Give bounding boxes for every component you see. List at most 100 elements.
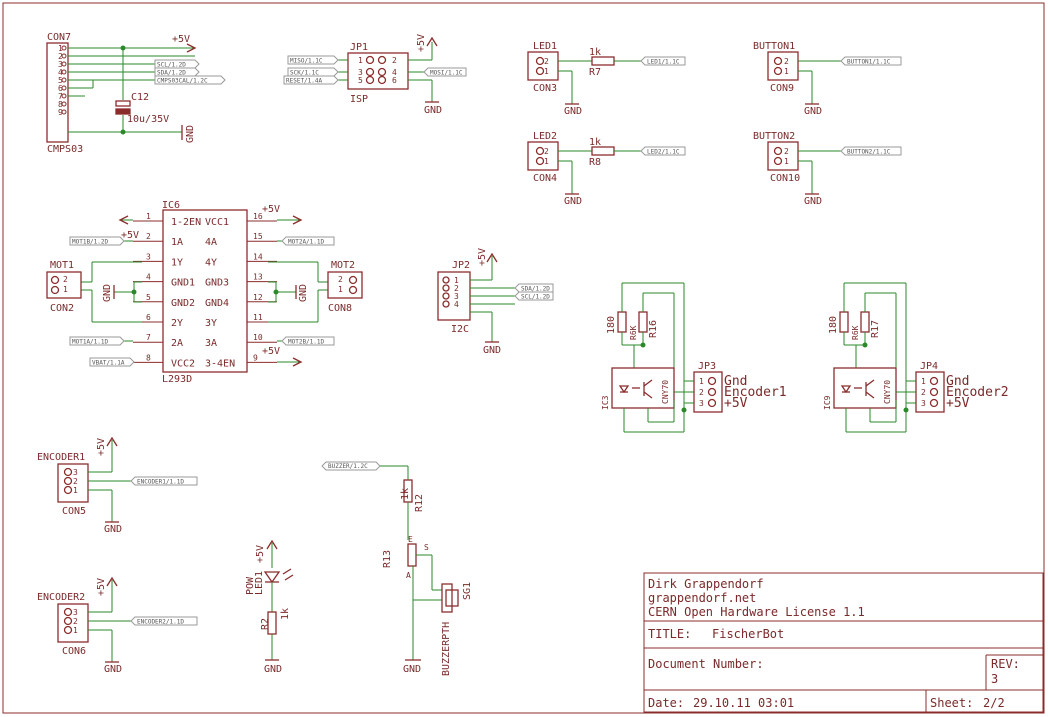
jp2-pin [442, 284, 450, 292]
miso-label: MISO/1.1C [287, 55, 339, 65]
net-5v-ic6a: +5V [121, 230, 139, 241]
button1-gnd: GND [804, 106, 822, 117]
net-5v-jp2: +5V [477, 248, 488, 266]
sg1-value: BUZZERPTH [441, 622, 452, 676]
ic6-right-pin-name: 3A [205, 338, 217, 349]
jp1-name: JP1 [350, 42, 368, 53]
ic9-name: IC9 [823, 395, 832, 410]
mot2-name: MOT2 [331, 260, 355, 271]
button2-con: CON10 [770, 173, 800, 184]
ic6-right-pin-num: 15 [253, 232, 263, 241]
con7-pin [61, 77, 67, 83]
con7-value: CMPS03 [47, 144, 83, 155]
con7-pin [61, 61, 67, 67]
encoder2-box [57, 603, 89, 643]
led2-pin [535, 146, 545, 156]
ic9-value: CNY70 [883, 380, 892, 404]
jp1-pin-num: 3 [358, 68, 363, 77]
sg1-name: SG1 [462, 582, 473, 600]
ic9-r-b [860, 311, 870, 333]
encoder1-pin [63, 467, 73, 477]
con7-pin [61, 53, 67, 59]
jp1-pin [365, 55, 375, 65]
jp2-pin-num: 1 [454, 276, 459, 285]
encoder2-net-label-text: ENCODER2/1.1D [137, 619, 184, 626]
button2-name: BUTTON2 [753, 131, 795, 142]
ic6-right-pin-name: VCC1 [205, 217, 229, 228]
svg-text:2: 2 [784, 57, 789, 66]
led2-net-label-text: LED2/1.1C [647, 149, 680, 156]
jp4-pin [929, 387, 939, 397]
svg-text:2: 2 [63, 275, 68, 284]
title-label: TITLE: [648, 627, 691, 641]
ic6-left-pin-name: 1-2EN [171, 217, 201, 228]
con7-pin-num: 8 [58, 100, 63, 109]
encoder2-pin [63, 616, 73, 626]
jp1-pin [365, 75, 375, 85]
mot2-con: CON8 [328, 303, 352, 314]
mot2a-label-text: MOT2A/1.1D [288, 239, 325, 246]
jp4-pin-num: 1 [921, 377, 926, 386]
ic6-left-pin-num: 7 [146, 333, 151, 342]
svg-text:1: 1 [338, 285, 343, 294]
jp3-pin-num: 2 [699, 388, 704, 397]
ic6-value: L293D [162, 374, 192, 385]
title-block: Dirk Grappendorf grappendorf.net CERN Op… [643, 572, 1044, 713]
jp4-pin-label: Encoder2 [946, 385, 1009, 400]
led1-name: LED1 [254, 571, 265, 595]
svg-text:2: 2 [784, 147, 789, 156]
net-5v-ic6c: +5V [262, 346, 280, 357]
ic6-left-pin-name: 2A [171, 338, 183, 349]
button2-pin [773, 146, 783, 156]
license-text: CERN Open Hardware License 1.1 [648, 605, 865, 619]
jp2-name: JP2 [452, 260, 470, 271]
svg-text:1: 1 [63, 285, 68, 294]
mot1b-label-text: MOT1B/1.2D [72, 239, 109, 246]
ic6-right-pin-num: 9 [253, 353, 258, 362]
svg-text:2: 2 [338, 275, 343, 284]
jp1-pin-num: 2 [392, 56, 397, 65]
led2-net-label: LED2/1.1C [640, 146, 686, 156]
con7-pin [61, 93, 67, 99]
ic9-r-a [839, 311, 849, 333]
led1-name: LED1 [533, 41, 557, 52]
con7-pin-num: 5 [58, 76, 63, 85]
jp4-pin-num: 2 [921, 388, 926, 397]
jp4-pin [929, 376, 939, 386]
con7-pin [61, 69, 67, 75]
ic6-right-pin-name: 3-4EN [205, 358, 235, 369]
jp1-pin [377, 67, 387, 77]
mot1a-label: MOT1A/1.1D [69, 336, 125, 346]
con7-pin-num: 7 [58, 92, 63, 101]
jp3-pin [707, 387, 717, 397]
led1-con: CON3 [533, 83, 557, 94]
ic3-r1v: R6K [629, 325, 638, 340]
encoder1-pin [63, 485, 73, 495]
con7-pin-num: 4 [58, 68, 63, 77]
ic3-value: CNY70 [661, 380, 670, 404]
ic6-left-pin-num: 1 [146, 212, 151, 221]
c12-name: C12 [131, 92, 149, 103]
led2-rval: 1k [589, 137, 601, 148]
net-gnd: GND [185, 125, 196, 143]
encoder1-name: ENCODER1 [37, 452, 85, 463]
con7-name: CON7 [47, 32, 71, 43]
ic6-left-pin-num: 5 [146, 293, 151, 302]
button1-net-label: BUTTON1/1.1C [840, 56, 902, 66]
reset-label: RESET/1.4A [283, 75, 339, 85]
svg-text:2: 2 [544, 147, 549, 156]
r2-value: 1k [280, 608, 291, 620]
jp2-pin [442, 292, 450, 300]
button1-net-label-text: BUTTON1/1.1C [847, 59, 891, 66]
button2-net-label: BUTTON2/1.1C [840, 146, 902, 156]
net-5v-led: +5V [255, 545, 266, 563]
mosi-label: MOSI/1.1C [423, 67, 467, 77]
r13-s: S [424, 543, 429, 552]
